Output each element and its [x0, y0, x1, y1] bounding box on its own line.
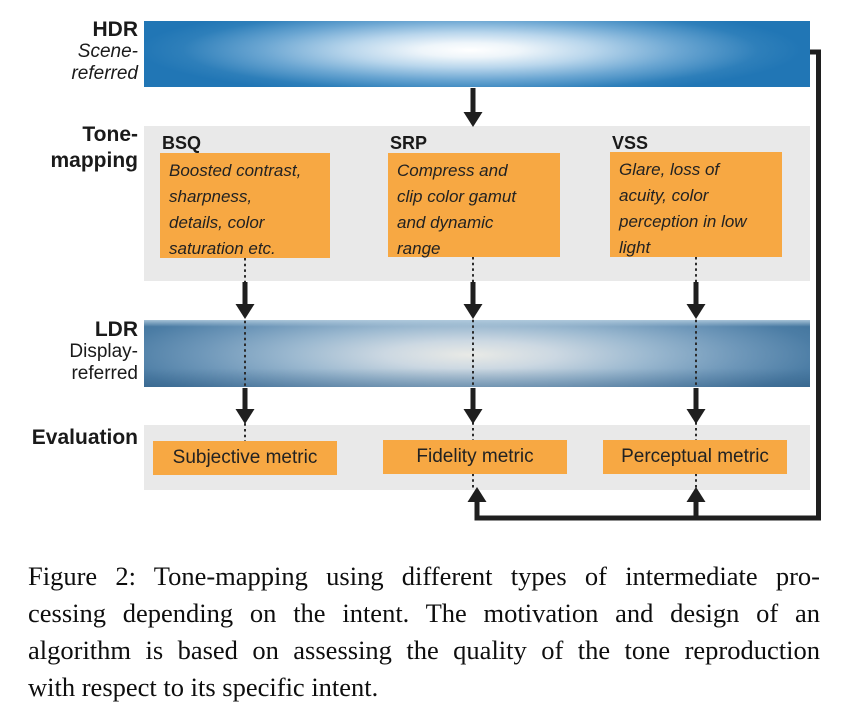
- ldr-label-block: LDR Display- referred: [0, 318, 138, 385]
- tone-label-block: Tone- mapping: [0, 122, 139, 174]
- tone-box-vss: Glare, loss of acuity, color perception …: [610, 152, 782, 257]
- tone-title: Tone- mapping: [50, 123, 139, 172]
- ldr-display-bar: [144, 320, 810, 387]
- down-arrows-tone-to-ldr: [235, 282, 706, 319]
- caption-line: algorithm is based on assessing the qual…: [28, 635, 820, 665]
- tone-box-bsq: Boosted contrast, sharpness, details, co…: [160, 153, 330, 258]
- eval-label-block: Evaluation: [0, 426, 138, 449]
- caption-line: Figure 2: Tone-mapping using different t…: [28, 561, 820, 591]
- tone-heading-vss: VSS: [612, 133, 649, 153]
- caption-line: with respect to its specific intent.: [28, 672, 379, 702]
- tone-heading-bsq: BSQ: [162, 133, 202, 153]
- down-arrows-ldr-to-eval: [235, 388, 706, 424]
- hdr-title: HDR: [92, 18, 139, 41]
- metric-box-perceptual: Perceptual metric: [603, 440, 787, 474]
- ldr-title: LDR: [94, 318, 138, 341]
- tone-heading-srp: SRP: [390, 133, 428, 153]
- caption-line: cessing depending on the intent. The mot…: [28, 598, 820, 628]
- figure-caption: Figure 2: Tone-mapping using different t…: [28, 558, 820, 706]
- ldr-subtitle: Display- referred: [69, 341, 138, 384]
- hdr-scene-bar: [144, 21, 810, 87]
- hdr-label-block: HDR Scene- referred: [0, 18, 138, 85]
- hdr-subtitle: Scene- referred: [71, 41, 138, 84]
- tone-box-srp: Compress and clip color gamut and dynami…: [388, 153, 560, 258]
- metric-box-subjective: Subjective metric: [153, 441, 337, 475]
- metric-box-fidelity: Fidelity metric: [383, 440, 567, 474]
- down-arrow-hdr-to-tone: [463, 88, 483, 127]
- eval-title: Evaluation: [31, 426, 138, 449]
